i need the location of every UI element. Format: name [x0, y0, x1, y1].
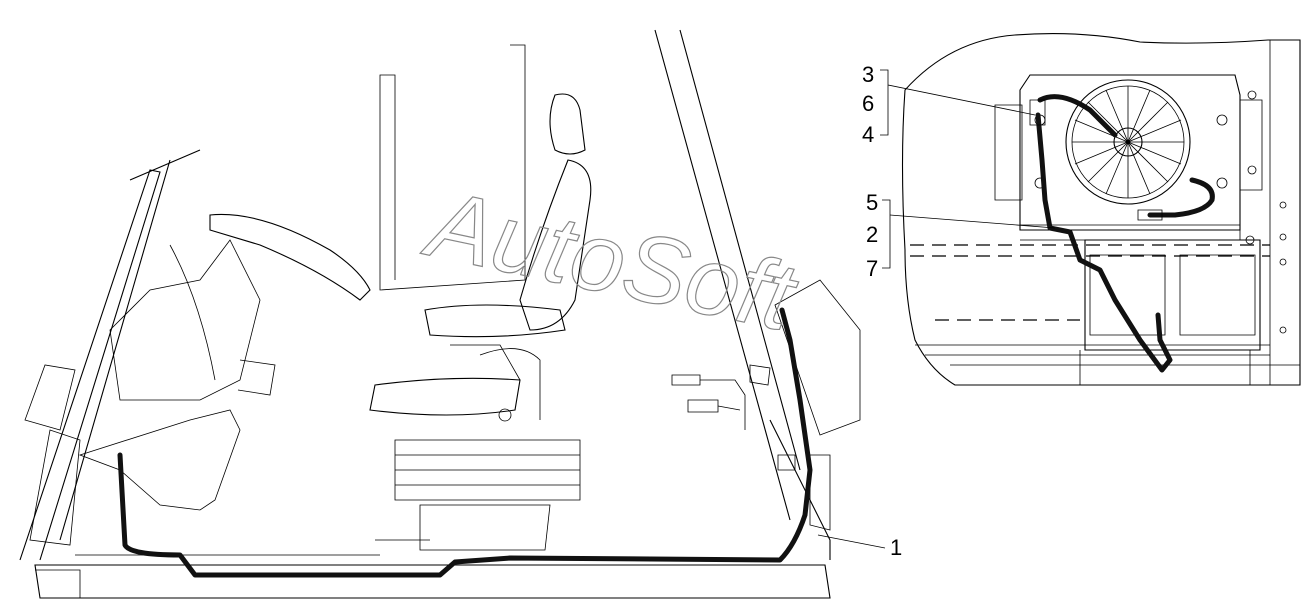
- heater-hose-return: [1147, 177, 1215, 218]
- heater-housing: [1019, 74, 1241, 231]
- heater-hose-outlet: [1035, 112, 1173, 373]
- callout-2: 2: [866, 222, 878, 247]
- callout-6: 6: [862, 91, 874, 116]
- callout-group-upper: 3 6 4: [862, 62, 1036, 147]
- callout-group-lower: 5 2 7: [866, 190, 1056, 281]
- cab-side-view: 1: [19, 29, 902, 599]
- callout-lower-leader: [889, 214, 1056, 229]
- valve-fittings: [671, 279, 861, 531]
- front-pillar: [19, 149, 201, 561]
- mounting-bolts: [1034, 90, 1287, 334]
- callout-upper-leader: [887, 84, 1036, 116]
- heater-fan: [1065, 79, 1191, 205]
- heater-hose-inlet: [1037, 94, 1118, 138]
- callout-4: 4: [862, 122, 874, 147]
- steering-column: [78, 213, 371, 511]
- callout-3: 3: [862, 62, 874, 87]
- operator-seat: [369, 93, 592, 551]
- watermark: AutoSoft: [416, 169, 807, 352]
- hidden-lines: [910, 244, 1270, 321]
- cab-floor: [34, 564, 831, 599]
- lower-box: [1084, 239, 1261, 351]
- callout-1: 1: [890, 535, 902, 560]
- callout-1-leader: [817, 534, 886, 549]
- rear-pillar: [654, 29, 831, 560]
- callout-5: 5: [866, 190, 878, 215]
- heater-hose-left: [117, 307, 813, 578]
- callout-7: 7: [866, 256, 878, 281]
- detail-border: [901, 33, 1301, 386]
- heater-detail-view: 3 6 4 5 2 7: [862, 33, 1301, 386]
